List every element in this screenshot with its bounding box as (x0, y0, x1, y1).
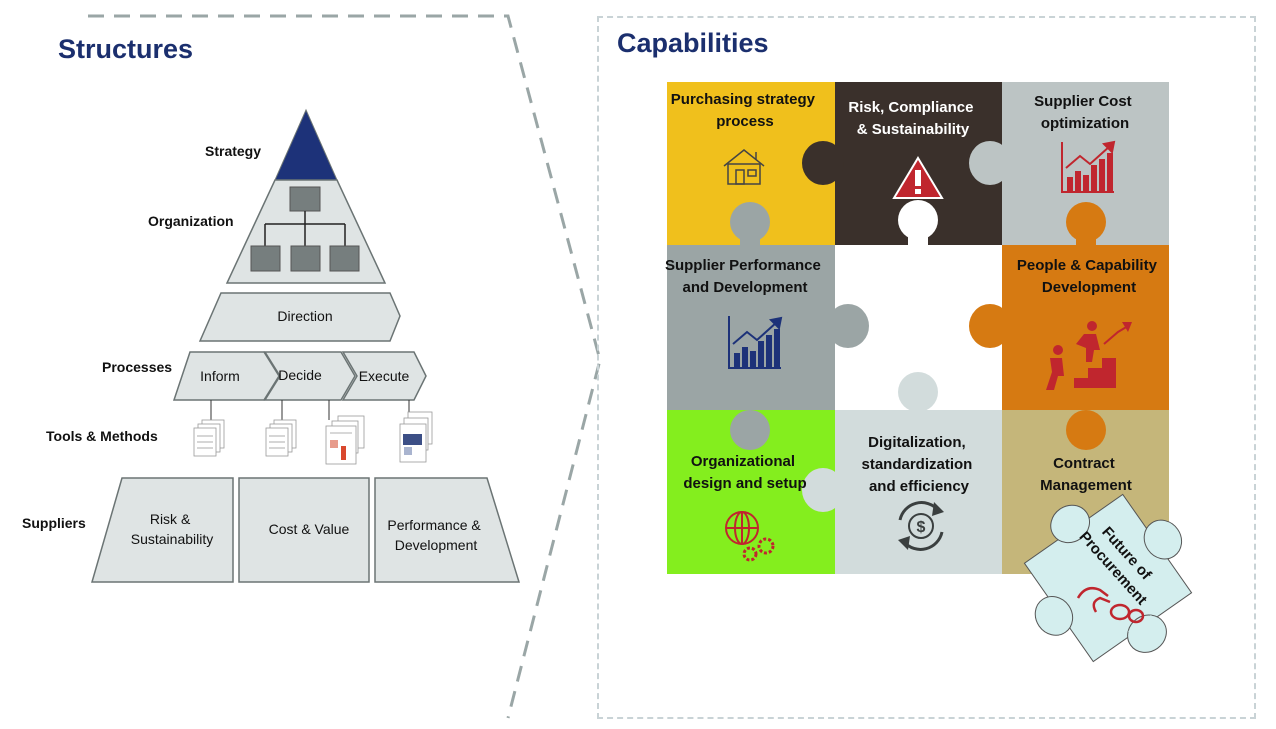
supplier-block-cost (238, 477, 370, 583)
dollar-cycle-icon: $ (898, 501, 944, 551)
direction-label: Direction (277, 308, 332, 324)
supplier-block-cost-label: Cost & Value (269, 521, 350, 537)
piece-label-supplier-performance: Supplier Performance and Development (665, 257, 825, 296)
document-stack-icon (265, 419, 297, 457)
process-step-execute-label: Execute (359, 368, 410, 384)
climbing-stairs-icon (1046, 321, 1132, 390)
direction-shape (198, 292, 401, 342)
globe-gears-icon (725, 511, 775, 562)
supplier-block-performance-label: Performance & Development (387, 517, 484, 553)
piece-label-digitalization: Digitalization, standardization and effi… (861, 434, 976, 495)
structures-pyramid: Direction Inform Decide Execute (91, 108, 521, 583)
report-stack-icon (325, 415, 365, 465)
capabilities-frame (597, 16, 1256, 719)
org-chart-icon (250, 186, 360, 272)
robot-hand-icon (1076, 587, 1145, 624)
process-step-decide-label: Decide (278, 367, 322, 383)
supplier-block-performance (374, 477, 521, 583)
process-step-execute (341, 351, 427, 401)
puzzle-piece-supplier-cost (969, 82, 1169, 246)
svg-text:$: $ (917, 519, 926, 536)
document-stack-icon (193, 419, 225, 457)
supplier-block-risk (91, 477, 234, 583)
capabilities-title: Capabilities (617, 28, 769, 58)
piece-label-risk: Risk, Compliance & Sustainability (848, 99, 977, 138)
level-label-suppliers: Suppliers (22, 515, 86, 531)
process-step-inform (172, 351, 280, 401)
process-step-decide (263, 351, 356, 401)
level-label-tools: Tools & Methods (46, 428, 158, 444)
level-label-strategy: Strategy (205, 143, 262, 159)
piece-label-organizational: Organizational design and setup (683, 453, 806, 492)
process-step-inform-label: Inform (200, 368, 240, 384)
level-label-organization: Organization (148, 213, 234, 229)
piece-label-supplier-cost: Supplier Cost optimization (1034, 93, 1136, 132)
section-divider (88, 14, 602, 719)
piece-label-contract: Contract Management (1040, 455, 1132, 494)
puzzle-piece-future-procurement (1023, 493, 1193, 663)
structures-title: Structures (58, 34, 194, 64)
brochure-stack-icon (399, 411, 433, 463)
growth-chart-icon (728, 316, 783, 369)
house-icon (723, 149, 765, 185)
supplier-block-risk-label: Risk & Sustainability (131, 511, 214, 547)
growth-chart-icon (1061, 140, 1116, 193)
level-label-processes: Processes (102, 359, 173, 375)
warning-icon (892, 156, 944, 199)
piece-label-purchasing: Purchasing strategy process (671, 91, 819, 130)
piece-label-people: People & Capability Development (1017, 257, 1161, 296)
puzzle-piece-supplier-performance (667, 245, 869, 450)
